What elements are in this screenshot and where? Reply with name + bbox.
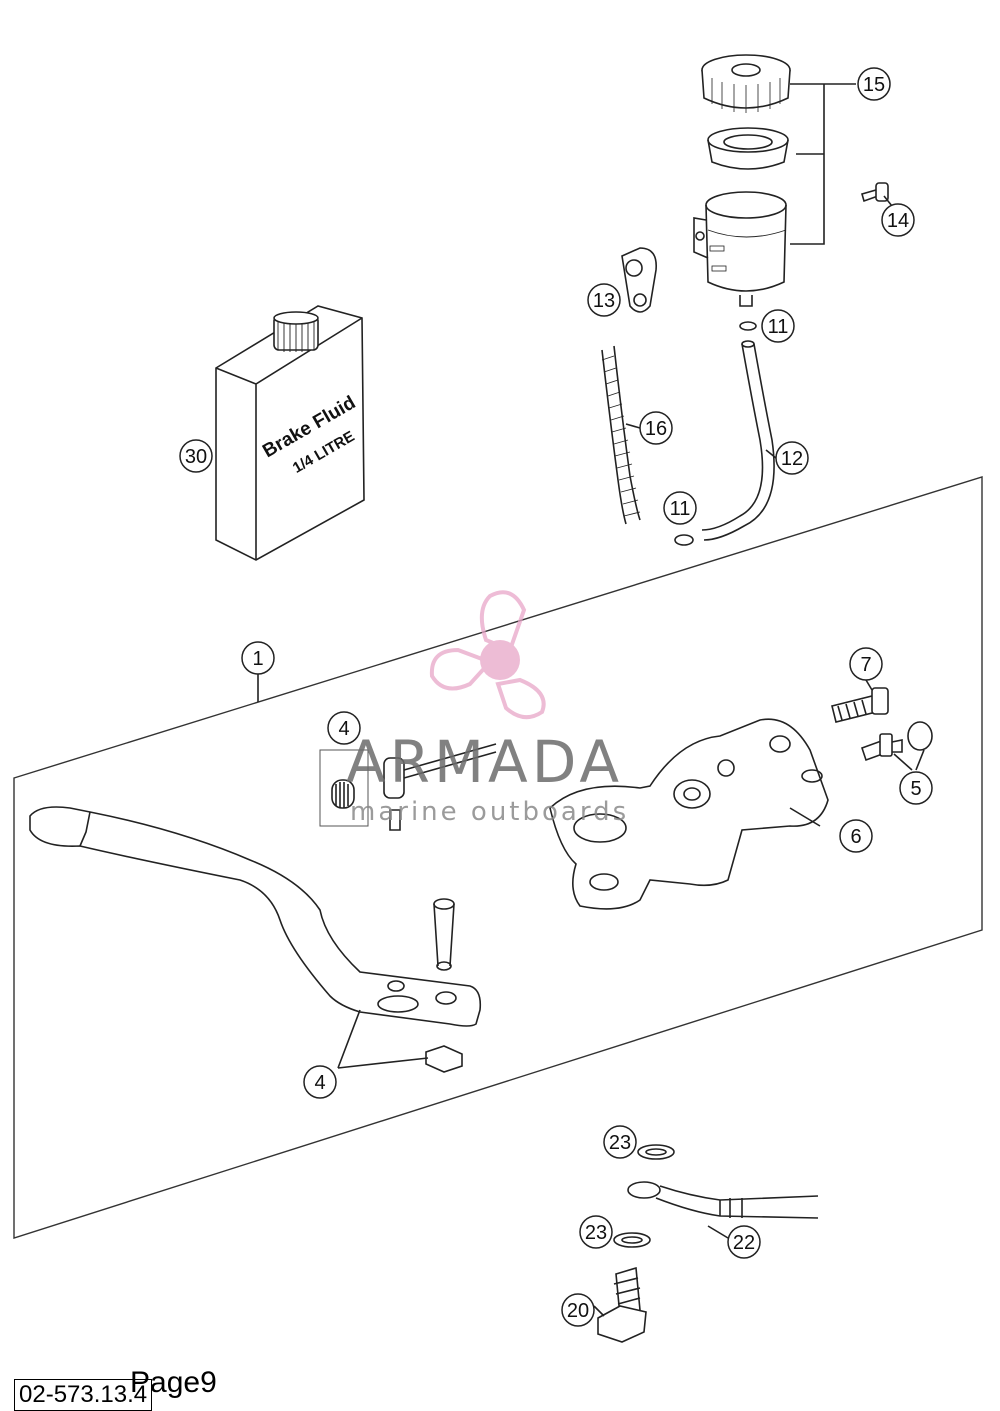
hose-12 [701, 343, 775, 541]
brake-lever [29, 806, 482, 1027]
callout-12: 12 [775, 441, 809, 475]
svg-text:23: 23 [609, 1132, 631, 1154]
callout-22: 22 [727, 1225, 761, 1259]
bolt-7 [831, 687, 889, 723]
lever-clip [425, 1045, 463, 1073]
leader-6 [789, 807, 821, 827]
callout-20: 20 [561, 1293, 595, 1327]
leader-7 [865, 679, 873, 691]
svg-text:14: 14 [887, 210, 909, 232]
svg-text:7: 7 [860, 654, 871, 676]
leader-16 [625, 423, 641, 429]
washer-23-bottom [613, 1232, 651, 1248]
callout-1: 1 [241, 641, 275, 675]
callout-4-top: 4 [327, 711, 361, 745]
leader-22 [707, 1225, 729, 1239]
svg-text:12: 12 [781, 448, 803, 470]
callout-7: 7 [849, 647, 883, 681]
brand-logo [429, 590, 546, 720]
svg-text:11: 11 [768, 316, 789, 338]
svg-text:13: 13 [593, 290, 615, 312]
svg-text:22: 22 [733, 1232, 755, 1254]
callout-13: 13 [587, 283, 621, 317]
leader-20 [593, 1305, 605, 1317]
svg-text:4: 4 [338, 718, 349, 740]
page-label: Page9 [130, 1366, 217, 1399]
svg-text:1: 1 [252, 648, 263, 670]
banjo-bolt-20 [597, 1266, 647, 1343]
callout-15: 15 [857, 67, 891, 101]
svg-text:6: 6 [850, 826, 861, 848]
callout-11-bottom: 11 [663, 491, 697, 525]
svg-text:5: 5 [910, 778, 921, 800]
reservoir-diaphragm [707, 127, 789, 170]
svg-text:23: 23 [585, 1222, 607, 1244]
callout-14: 14 [881, 203, 915, 237]
leader-12 [765, 449, 777, 459]
callout-16: 16 [639, 411, 673, 445]
svg-text:30: 30 [185, 446, 207, 468]
spiral-sleeve-16 [601, 345, 641, 525]
clamp-plate-13 [621, 247, 657, 313]
callout-11-top: 11 [761, 309, 795, 343]
washer-23-top [637, 1144, 675, 1160]
callout-30: 30 [179, 439, 213, 473]
brand-tagline: marine outboards [350, 797, 630, 827]
callout-23-bottom: 23 [579, 1215, 613, 1249]
pivot-pin [433, 898, 455, 971]
reservoir-body [693, 191, 787, 307]
reservoir-cap [701, 54, 791, 113]
svg-text:11: 11 [670, 498, 691, 520]
leader-4-bottom [337, 1009, 429, 1069]
hose-clip-11-top [739, 321, 757, 331]
brake-fluid-can [215, 305, 365, 561]
hose-clip-11-bottom [674, 534, 694, 546]
master-cylinder [549, 718, 829, 910]
assembly-outline [13, 476, 983, 1239]
brand-name: ARMADA [346, 728, 624, 796]
callout-23-top: 23 [603, 1125, 637, 1159]
screw-14 [861, 182, 893, 207]
svg-text:4: 4 [314, 1072, 325, 1094]
document-code: 02-573.13.4 [14, 1379, 153, 1411]
leader-15 [790, 83, 856, 245]
callout-5: 5 [899, 771, 933, 805]
svg-text:15: 15 [863, 74, 885, 96]
svg-text:20: 20 [567, 1300, 589, 1322]
bleeder-5 [860, 721, 933, 771]
svg-text:16: 16 [645, 418, 667, 440]
callout-6: 6 [839, 819, 873, 853]
callout-4-bottom: 4 [303, 1065, 337, 1099]
brake-line-22 [627, 1181, 819, 1219]
